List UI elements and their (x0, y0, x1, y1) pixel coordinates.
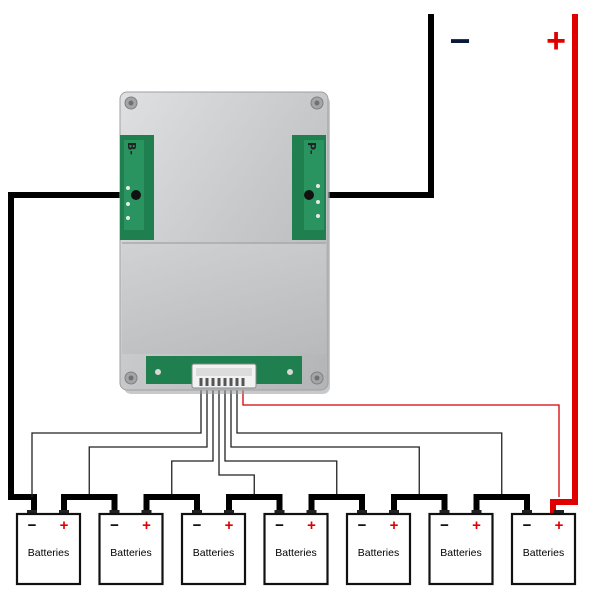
connector-pin (199, 378, 203, 386)
main-negative-wire (309, 14, 434, 198)
battery-label: Batteries (358, 547, 399, 559)
battery-negative-terminal (27, 510, 37, 515)
balance-wire (224, 386, 338, 497)
battery-cell: − + Batteries (98, 510, 164, 586)
balance-wire-positive (242, 386, 560, 497)
connector-pin (217, 378, 221, 386)
battery-positive-sign: + (142, 517, 151, 534)
output-negative-sign: − (449, 20, 470, 61)
battery-label: Batteries (193, 547, 234, 559)
battery-positive-terminal (224, 510, 234, 515)
battery-body (510, 512, 577, 586)
battery-positive-sign: + (472, 517, 481, 534)
battery-label: Batteries (275, 547, 316, 559)
battery-cell: − + Batteries (263, 510, 329, 586)
battery-positive-sign: + (225, 517, 234, 534)
balance-wires (31, 386, 560, 497)
connector-pin (241, 378, 245, 386)
battery-body (345, 512, 412, 586)
battery-negative-sign: − (28, 517, 37, 534)
connector-pin (211, 378, 215, 386)
series-link-wire (308, 494, 365, 515)
battery-negative-sign: − (358, 517, 367, 534)
p-minus-pad: P- (292, 135, 326, 240)
series-link-wire (473, 494, 530, 515)
b-minus-pad: B- (120, 135, 154, 240)
battery-positive-sign: + (555, 517, 564, 534)
connector-pin (235, 378, 239, 386)
screw-bottom-right (310, 371, 324, 385)
battery-negative-sign: − (440, 517, 449, 534)
battery-negative-terminal (192, 510, 202, 515)
battery-negative-sign: − (193, 517, 202, 534)
battery-positive-sign: + (307, 517, 316, 534)
battery-cell: − + Batteries (180, 510, 247, 586)
series-link-wire (61, 494, 118, 515)
battery-body (98, 512, 164, 586)
battery-label: Batteries (110, 547, 151, 559)
battery-body (263, 512, 329, 586)
battery-label: Batteries (523, 547, 564, 559)
b-minus-label: B- (125, 142, 138, 155)
battery-body (180, 512, 247, 586)
series-link-wire (143, 494, 200, 515)
battery-negative-terminal (274, 510, 285, 515)
series-link-wire (391, 494, 448, 515)
battery-positive-terminal (141, 510, 152, 515)
balance-wire (88, 386, 208, 497)
battery-negative-wire (8, 192, 136, 515)
connector-pin (205, 378, 209, 386)
battery-negative-terminal (109, 510, 120, 515)
battery-cell: − + Batteries (510, 510, 577, 586)
connector-pin (229, 378, 233, 386)
battery-negative-terminal (522, 510, 532, 515)
series-link-wire (226, 494, 283, 515)
balance-wire (171, 386, 214, 497)
bms-board: B- P- (119, 91, 330, 394)
screw-bottom-left (124, 371, 138, 385)
battery-label: Batteries (28, 547, 69, 559)
battery-positive-terminal (59, 510, 69, 515)
connector-pin (223, 378, 227, 386)
battery-negative-sign: − (275, 517, 284, 534)
battery-body (15, 512, 82, 586)
battery-positive-terminal (306, 510, 317, 515)
battery-negative-terminal (357, 510, 367, 515)
balance-wire (31, 386, 202, 497)
battery-body (428, 512, 494, 586)
balance-connector (191, 363, 257, 389)
p-minus-label: P- (305, 142, 318, 154)
balance-wire (236, 386, 503, 497)
battery-pack: − + Batteries − + Batteries − + Batteries − + Batte… (15, 510, 577, 586)
series-links (61, 494, 530, 515)
main-positive-wire (550, 14, 578, 515)
balance-wire (230, 386, 420, 497)
battery-negative-terminal (439, 510, 450, 515)
battery-positive-sign: + (390, 517, 399, 534)
battery-positive-terminal (389, 510, 399, 515)
battery-positive-sign: + (60, 517, 69, 534)
battery-positive-terminal (554, 510, 564, 515)
battery-cell: − + Batteries (345, 510, 412, 586)
battery-negative-sign: − (110, 517, 119, 534)
battery-cell: − + Batteries (15, 510, 82, 586)
battery-positive-terminal (471, 510, 482, 515)
balance-wire (218, 386, 255, 497)
screw-top-left (124, 96, 138, 110)
battery-negative-sign: − (523, 517, 532, 534)
screw-top-right (310, 96, 324, 110)
output-positive-sign: + (546, 22, 566, 60)
battery-label: Batteries (440, 547, 481, 559)
battery-cell: − + Batteries (428, 510, 494, 586)
